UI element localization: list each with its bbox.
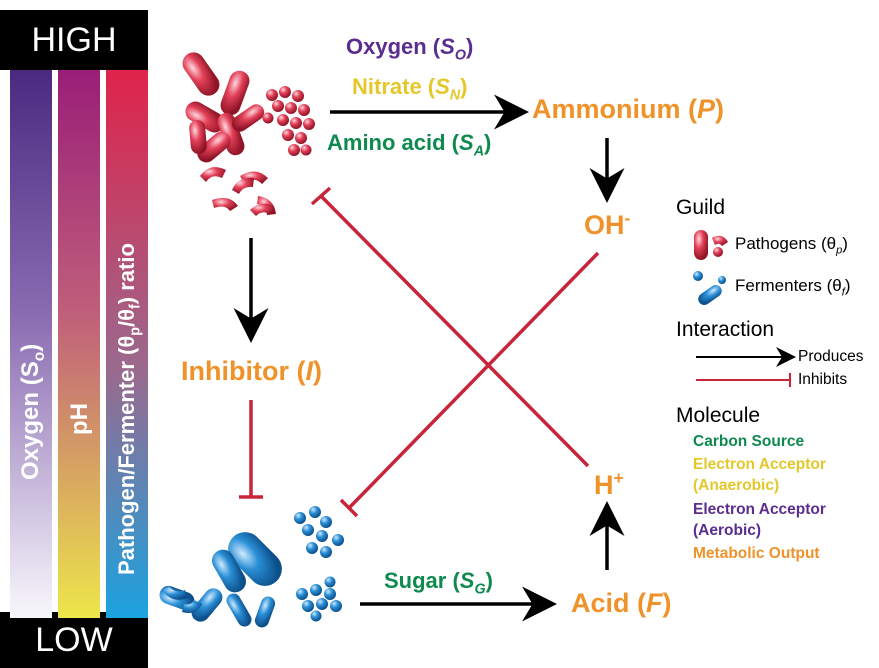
- inhibits-legend-label: Inhibits: [798, 371, 848, 388]
- interaction-title: Interaction: [676, 318, 775, 341]
- ratio-bar: Pathogen/Fermenter (θp/θf) ratio: [106, 70, 148, 618]
- inhibit-inhibitor-to-fermenters: [239, 400, 263, 499]
- pathogen-cluster: [182, 52, 315, 216]
- amino-acid-label: Amino acid (SA): [327, 130, 492, 160]
- molecule-aerobic-qualifier: (Aerobic): [693, 522, 762, 539]
- fermenters-legend-label: Fermenters (θf): [735, 276, 851, 299]
- produces-legend-label: Produces: [798, 348, 864, 365]
- fermenter-cluster: [159, 506, 344, 628]
- low-label: LOW: [0, 612, 148, 668]
- ammonium-label: Ammonium (P): [532, 94, 725, 124]
- inhibits-legend-line: [696, 373, 791, 387]
- molecule-electron-acceptor-anaerobic: Electron Acceptor: [693, 456, 826, 473]
- inhibit-oh-to-fermenters: [339, 251, 600, 518]
- oxygen-bar: Oxygen (So): [10, 70, 52, 618]
- molecule-electron-acceptor-aerobic: Electron Acceptor: [693, 501, 826, 518]
- h-plus-label: H+: [594, 468, 624, 500]
- pathogens-legend-label: Pathogens (θp): [735, 234, 848, 257]
- molecule-anaerobic-qualifier: (Anaerobic): [693, 477, 780, 494]
- molecule-metabolic-output: Metabolic Output: [693, 545, 820, 562]
- ph-bar: pH: [58, 70, 100, 618]
- guild-title: Guild: [676, 196, 726, 219]
- inhibit-h-to-pathogens: [310, 186, 590, 468]
- molecule-title: Molecule: [676, 404, 761, 427]
- oh-label: OH-: [584, 208, 631, 240]
- molecule-carbon-source: Carbon Source: [693, 433, 805, 450]
- oxygen-label: Oxygen (SO): [346, 34, 474, 64]
- nitrate-label: Nitrate (SN): [352, 74, 468, 104]
- fermenters-legend-icon: [693, 271, 726, 306]
- inhibitor-label: Inhibitor (I): [181, 356, 322, 386]
- acid-label: Acid (F): [571, 588, 672, 618]
- high-label: HIGH: [0, 10, 148, 70]
- pathogens-legend-icon: [694, 230, 728, 260]
- sugar-label: Sugar (SG): [384, 568, 493, 598]
